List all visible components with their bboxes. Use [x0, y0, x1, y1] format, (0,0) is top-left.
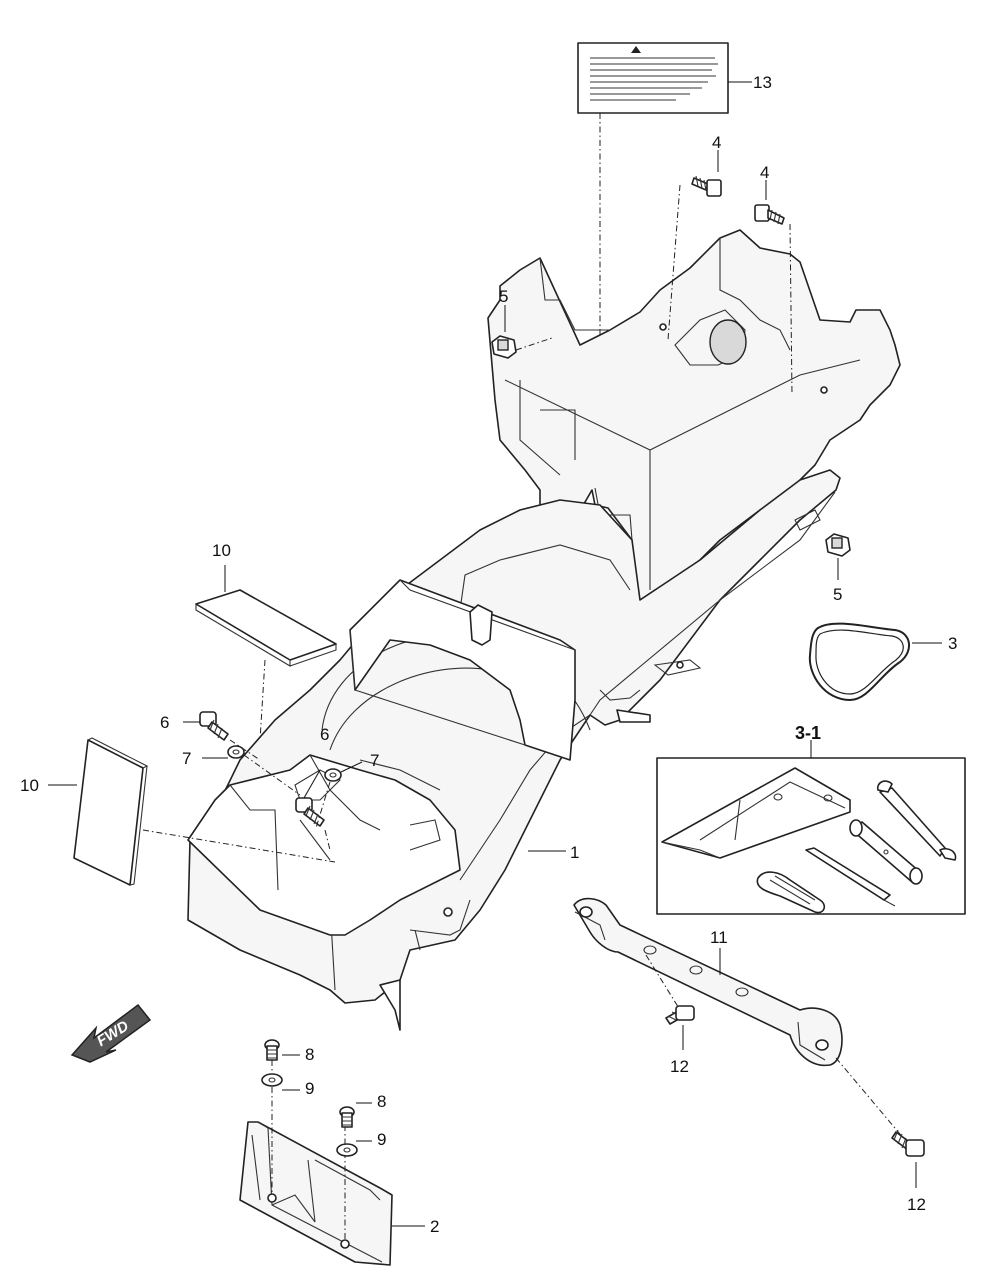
clip-nut-part-5-b [825, 533, 851, 580]
rail-part-11 [573, 897, 906, 1141]
clip-nut-part-5-a [491, 305, 553, 359]
warning-label-part-13 [577, 42, 752, 345]
callout-7a: 7 [182, 749, 191, 768]
tool-bag-icon [661, 767, 851, 859]
socket-wrench-icon [849, 819, 923, 885]
callout-13: 13 [753, 73, 772, 92]
callout-3: 3 [948, 634, 957, 653]
callout-8a: 8 [305, 1045, 314, 1064]
bolt-part-4-b [754, 180, 793, 396]
callout-10b: 10 [20, 776, 39, 795]
callout-7b: 7 [370, 751, 379, 770]
bolt-part-6-b [295, 769, 331, 851]
washer-part-9-a [261, 1073, 300, 1091]
foam-pad-part-10-a [195, 565, 337, 741]
rear-fender-part-1 [187, 229, 901, 1031]
callout-6b: 6 [320, 725, 329, 744]
callout-5b: 5 [833, 585, 842, 604]
wrench-icon [876, 780, 957, 861]
callout-1: 1 [570, 843, 579, 862]
driver-handle-icon [756, 871, 826, 914]
callout-8b: 8 [377, 1092, 386, 1111]
forward-direction-arrow: FWD [70, 1003, 152, 1063]
tool-kit-group-3-1 [656, 740, 966, 915]
callout-5a: 5 [499, 287, 508, 306]
callout-2: 2 [430, 1217, 439, 1236]
foam-pad-part-10-b [48, 737, 336, 886]
washer-part-7-b [315, 761, 363, 829]
callout-9b: 9 [377, 1130, 386, 1149]
screw-part-8-b [339, 1102, 372, 1128]
screw-part-8-a [264, 1039, 300, 1061]
callout-12a: 12 [670, 1057, 689, 1076]
washer-part-9-b [336, 1140, 372, 1157]
bolt-part-4-a [667, 150, 722, 341]
washer-part-7-a [202, 745, 301, 796]
callout-4a: 4 [712, 133, 721, 152]
bolt-part-6-a [183, 711, 261, 761]
callout-11: 11 [710, 928, 728, 947]
callout-9a: 9 [305, 1079, 314, 1098]
callout-labels: 13 4 4 5 5 3 3-1 10 10 6 6 7 7 1 11 12 1… [20, 73, 957, 1236]
screwdriver-icon [805, 847, 896, 907]
bolt-part-12-a [665, 1005, 695, 1050]
callout-4b: 4 [760, 163, 769, 182]
callout-12b: 12 [907, 1195, 926, 1214]
callout-6a: 6 [160, 713, 169, 732]
seal-ring-part-3 [808, 622, 942, 702]
callout-10a: 10 [212, 541, 231, 560]
lower-cover-part-2 [239, 1060, 425, 1266]
callout-3-1: 3-1 [795, 723, 821, 743]
bolt-part-12-b [891, 1129, 925, 1188]
